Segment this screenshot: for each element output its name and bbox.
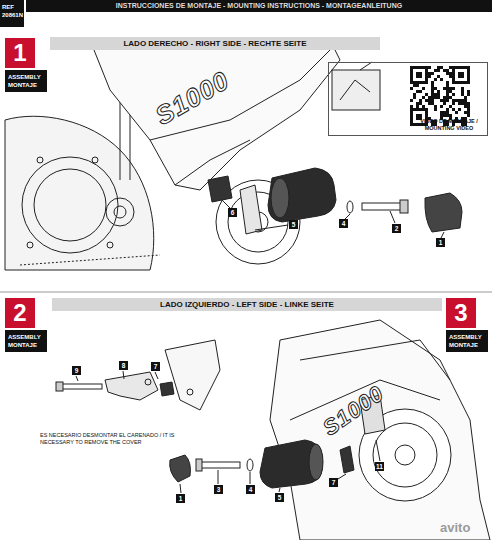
ref-text: REF 20861N — [0, 0, 24, 22]
bar-text: LADO IZQUIERDO - LEFT SIDE - LINKE SEITE — [52, 298, 442, 311]
assembly-label: ASSEMBLY MONTAJE — [446, 330, 488, 352]
bar-text: LADO DERECHO - RIGHT SIDE - RECHTE SEITE — [50, 37, 380, 50]
badge-text: 1 — [5, 38, 35, 68]
assembly-label: ASSEMBLY MONTAJE — [5, 330, 47, 352]
watermark: avito — [440, 520, 470, 535]
callout-number: 3 — [214, 485, 223, 494]
bar-node: LADO DERECHO - RIGHT SIDE - RECHTE SEITE — [50, 37, 380, 50]
callout-number: 11 — [375, 462, 384, 471]
callout-number: 1 — [176, 494, 185, 503]
callout-number: 7 — [329, 478, 338, 487]
badge-text: 3 — [446, 298, 476, 328]
callout-number: 5 — [289, 220, 298, 229]
callout-number: 6 — [228, 208, 237, 217]
ref-node: REF 20861N — [0, 0, 24, 27]
badge-node: 2ASSEMBLY MONTAJE — [5, 298, 47, 352]
callout-number: 2 — [392, 224, 401, 233]
callout-number: 8 — [119, 361, 128, 370]
badge-text: 2 — [5, 298, 35, 328]
header-title: INSTRUCCIONES DE MONTAJE - MOUNTING INST… — [26, 0, 492, 12]
video-text: VIDEO DE MONTAJE / MOUNTING VIDEO — [413, 118, 485, 132]
callout-number: 4 — [339, 219, 348, 228]
callout-number: 7 — [151, 362, 160, 371]
callout-number: 1 — [436, 238, 445, 247]
video-node: VIDEO DE MONTAJE / MOUNTING VIDEO — [328, 62, 488, 136]
callout-number: 5 — [275, 493, 284, 502]
callout-number: 9 — [72, 366, 81, 375]
callout-number: 4 — [246, 485, 255, 494]
badge-node: 3ASSEMBLY MONTAJE — [446, 298, 488, 352]
badge-node: 1ASSEMBLY MONTAJE — [5, 38, 47, 92]
assembly-label: ASSEMBLY MONTAJE — [5, 70, 47, 92]
note-text: ES NECESARIO DESMONTAR EL CARENADO / IT … — [40, 432, 180, 446]
bar-node: LADO IZQUIERDO - LEFT SIDE - LINKE SEITE — [52, 298, 442, 311]
